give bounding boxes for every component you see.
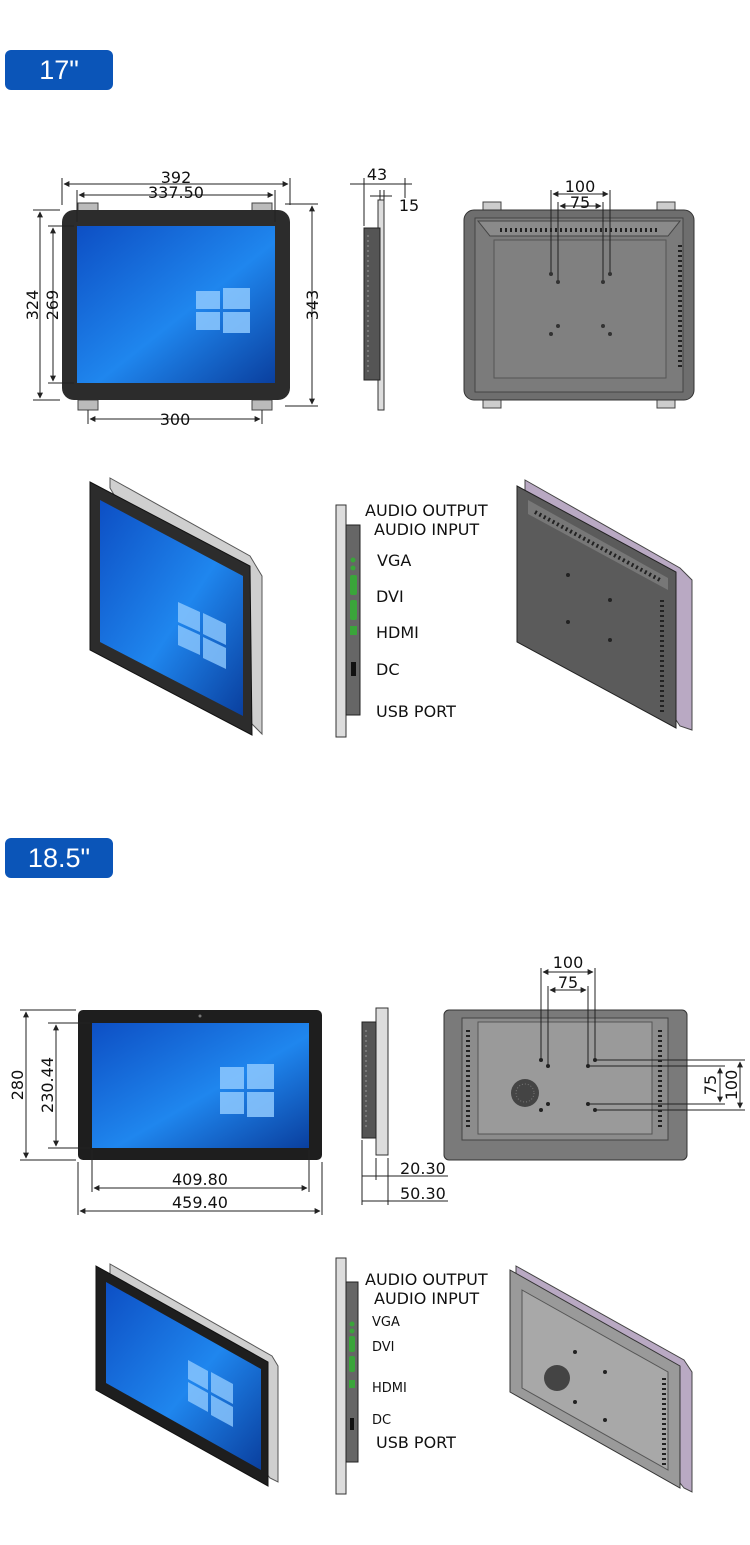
drawing-17-orthographic: 392 337.50 324 269 343 300 43 15 [23,165,695,429]
back-view-18-5 [443,968,745,1161]
port-label-audio-input-18-5: AUDIO INPUT [374,1289,479,1308]
dim-width-total: 392 [161,168,192,187]
section-badge-18-5: 18.5" [5,838,113,878]
port-label-audio-output: AUDIO OUTPUT [365,501,488,520]
side-view-17 [350,178,412,411]
dim-vesa-inner-v: 75 [701,1075,720,1095]
port-label-audio-output-18-5: AUDIO OUTPUT [365,1270,488,1289]
drawing-18-5-perspective: AUDIO OUTPUT AUDIO INPUT VGA DVI HDMI DC… [95,1257,693,1495]
dim-vesa-inner: 75 [570,193,590,212]
screen-18-5 [92,1023,309,1148]
dim-height-active-18-5: 230.44 [38,1057,57,1113]
perspective-back-18-5 [509,1265,693,1493]
dim-width-active: 337.50 [148,183,204,202]
port-side-view-18-5 [335,1257,359,1495]
port-label-dvi-18-5: DVI [372,1340,395,1355]
dim-bottom-span: 300 [160,410,191,429]
perspective-back-17 [516,479,693,731]
port-label-dc-18-5: DC [372,1413,391,1428]
perspective-front-18-5 [95,1263,279,1487]
port-label-dc: DC [376,660,400,679]
back-view-17 [463,190,695,409]
port-label-usb-18-5: USB PORT [376,1433,456,1452]
port-label-vga-18-5: VGA [372,1315,400,1330]
port-label-audio-input: AUDIO INPUT [374,520,479,539]
dim-width-active-18-5: 409.80 [172,1170,228,1189]
dim-height-active: 269 [43,290,62,321]
windows-logo-icon [196,288,250,333]
front-dimensions-18-5 [20,1009,323,1215]
windows-logo-icon [220,1064,274,1117]
front-view-18-5 [78,1010,322,1160]
dim-vesa-outer: 100 [565,177,596,196]
dim-depth-bezel: 15 [399,196,419,215]
dim-vesa-inner-h: 75 [558,973,578,992]
dim-vesa-outer-v: 100 [722,1070,741,1101]
dim-height-total: 324 [23,290,42,321]
drawing-18-5-orthographic: 280 230.44 409.80 459.40 20.30 50.30 [8,953,745,1215]
port-label-hdmi: HDMI [376,623,419,642]
dim-width-total-18-5: 459.40 [172,1193,228,1212]
port-label-dvi: DVI [376,587,404,606]
port-side-view-17 [335,504,361,738]
dim-depth-total-18-5: 50.30 [400,1184,446,1203]
dim-depth-bezel-18-5: 20.30 [400,1159,446,1178]
section-badge-17: 17" [5,50,113,90]
front-view-17 [62,202,290,411]
front-dimensions-17 [33,178,318,424]
dim-height-total-18-5: 280 [8,1070,27,1101]
drawing-17-perspective: AUDIO OUTPUT AUDIO INPUT VGA DVI HDMI DC… [89,477,693,738]
dim-height-bracket: 343 [303,290,322,321]
side-view-18-5 [361,1007,448,1205]
dim-vesa-outer-h: 100 [553,953,584,972]
port-label-usb: USB PORT [376,702,456,721]
perspective-front-17 [89,477,263,736]
dim-depth-total: 43 [367,165,387,184]
port-label-hdmi-18-5: HDMI [372,1381,407,1396]
port-label-vga: VGA [377,551,411,570]
